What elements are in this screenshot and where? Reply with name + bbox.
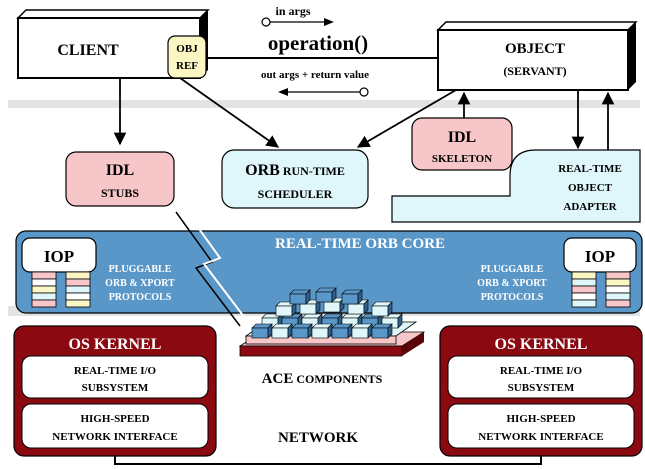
object-to-orb-arrow xyxy=(356,89,457,148)
ace-block xyxy=(299,303,317,315)
iop-right-label: IOP xyxy=(585,247,615,266)
ace-block xyxy=(305,289,311,305)
ace-block xyxy=(351,327,369,339)
iop-right[interactable]: IOP xyxy=(563,237,637,308)
idl-stubs-line2: STUBS xyxy=(101,186,139,200)
objref-line1: OBJ xyxy=(176,43,198,55)
os-left-io-line2: SUBSYSTEM xyxy=(82,382,149,394)
ace-block xyxy=(311,327,329,339)
separator-band-top xyxy=(8,100,640,108)
iop-left-label: IOP xyxy=(44,247,74,266)
operation-call: in args operation() out args + return va… xyxy=(206,4,438,97)
os-left-io-line1: REAL-TIME I/O xyxy=(74,365,157,377)
os-kernel-left[interactable]: OS KERNEL REAL-TIME I/O SUBSYSTEM HIGH-S… xyxy=(13,325,217,457)
object-line1: OBJECT xyxy=(505,41,565,57)
objref-line2: REF xyxy=(176,60,198,72)
object-adapter[interactable]: REAL-TIME OBJECT ADAPTER xyxy=(558,163,622,213)
idl-skeleton-line2: SKELETON xyxy=(432,153,492,165)
os-right-io-line2: SUBSYSTEM xyxy=(508,382,575,394)
ace-block xyxy=(275,305,293,317)
ace-block xyxy=(315,291,333,303)
network-label: NETWORK xyxy=(278,430,358,446)
ace-block xyxy=(289,293,307,305)
pluggable-left-line3: PROTOCOLS xyxy=(109,292,172,303)
iop-right-stack-a xyxy=(571,271,597,308)
orb-scheduler-line2: SCHEDULER xyxy=(258,187,333,201)
adapter-line2: OBJECT xyxy=(568,182,613,194)
in-args-label: in args xyxy=(275,4,310,18)
ace-block xyxy=(387,301,393,317)
pluggable-left: PLUGGABLE ORB & XPORT PROTOCOLS xyxy=(105,264,175,303)
os-right-net-line1: HIGH-SPEED xyxy=(506,413,575,425)
idl-stubs[interactable]: IDL STUBS xyxy=(65,151,175,207)
os-right-title: OS KERNEL xyxy=(495,336,588,353)
network-link xyxy=(114,456,542,465)
out-args-circle xyxy=(359,87,369,97)
os-kernel-right[interactable]: OS KERNEL REAL-TIME I/O SUBSYSTEM HIGH-S… xyxy=(439,325,643,457)
ace-block xyxy=(271,327,289,339)
os-left-net-line1: HIGH-SPEED xyxy=(80,413,149,425)
pluggable-right-line1: PLUGGABLE xyxy=(481,264,544,275)
os-right-io-line1: REAL-TIME I/O xyxy=(500,365,583,377)
pluggable-right-line2: ORB & XPORT xyxy=(477,278,547,289)
iop-left[interactable]: IOP xyxy=(21,237,97,308)
adapter-line3: ADAPTER xyxy=(563,201,617,213)
ace-block xyxy=(387,323,393,339)
iop-left-stack-b xyxy=(65,271,91,308)
ace-block xyxy=(371,327,389,339)
object-box[interactable]: OBJECT (SERVANT) xyxy=(436,21,638,91)
ace-block xyxy=(341,293,359,305)
client-label: CLIENT xyxy=(57,42,119,59)
pluggable-left-line2: ORB & XPORT xyxy=(105,278,175,289)
obj-ref[interactable]: OBJ REF xyxy=(167,35,207,79)
ace-block xyxy=(347,303,365,315)
out-args-label: out args + return value xyxy=(261,69,369,81)
ace-block xyxy=(331,327,349,339)
ace-label: ACE COMPONENTS xyxy=(262,371,383,387)
ace-block xyxy=(363,299,369,315)
adapter-line1: REAL-TIME xyxy=(558,163,622,175)
orb-core-label: REAL-TIME ORB CORE xyxy=(275,236,445,252)
client-to-orb-arrow xyxy=(179,77,280,148)
iop-left-stack-a xyxy=(31,271,57,308)
ace-block xyxy=(357,289,363,305)
ace-block xyxy=(397,313,403,329)
idl-skeleton-line1: IDL xyxy=(448,129,476,146)
idl-stubs-line1: IDL xyxy=(106,162,134,179)
ace-block xyxy=(331,287,337,303)
pluggable-right-line3: PROTOCOLS xyxy=(481,292,544,303)
ace-components-graphic xyxy=(238,287,426,357)
idl-skeleton[interactable]: IDL SKELETON xyxy=(411,117,513,171)
boundary-line-inner xyxy=(183,207,249,323)
ace-block xyxy=(323,301,341,313)
orb-scheduler-line1: ORB RUN-TIME xyxy=(245,162,345,179)
ace-block xyxy=(251,327,269,339)
object-line2: (SERVANT) xyxy=(503,64,566,78)
ace-block xyxy=(371,305,389,317)
os-left-title: OS KERNEL xyxy=(69,336,162,353)
orb-scheduler[interactable]: ORB RUN-TIME SCHEDULER xyxy=(221,149,369,209)
pluggable-right: PLUGGABLE ORB & XPORT PROTOCOLS xyxy=(477,264,547,303)
object-adapter-backdrop xyxy=(391,149,641,223)
in-args-circle xyxy=(261,17,271,27)
os-right-net-line2: NETWORK INTERFACE xyxy=(478,431,603,443)
operation-label: operation() xyxy=(268,31,368,55)
orb-core: REAL-TIME ORB CORE xyxy=(15,230,643,314)
os-left-net-line2: NETWORK INTERFACE xyxy=(52,431,177,443)
iop-right-stack-b xyxy=(605,271,631,308)
pluggable-left-line1: PLUGGABLE xyxy=(109,264,172,275)
ace-block xyxy=(291,327,309,339)
